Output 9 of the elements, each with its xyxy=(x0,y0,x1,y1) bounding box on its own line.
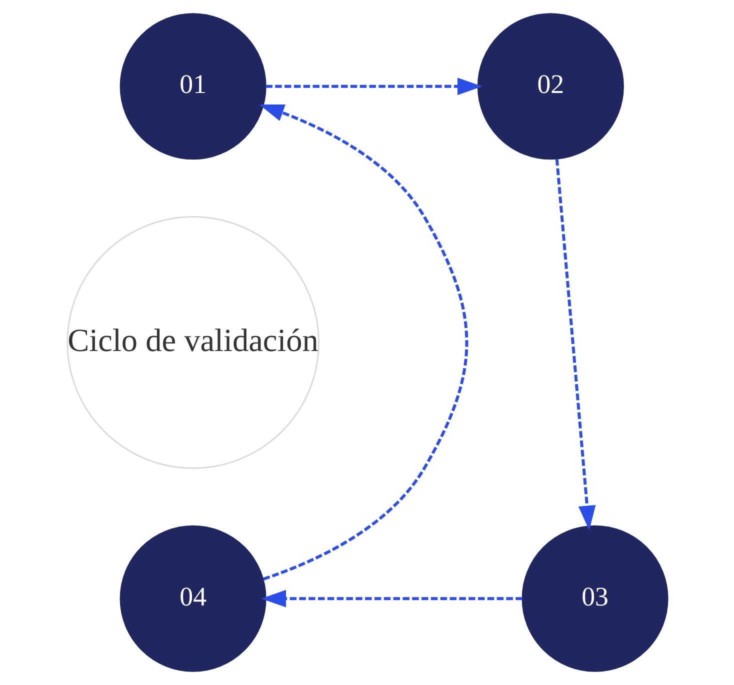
arrow xyxy=(554,159,596,530)
arrow xyxy=(258,104,468,580)
node-circle: 02 xyxy=(476,13,624,160)
arrow xyxy=(265,78,482,96)
node-circle: Ciclo de validación xyxy=(66,216,319,469)
node-circle: 04 xyxy=(119,525,266,672)
node-circle: 01 xyxy=(119,13,266,160)
node-circle: 03 xyxy=(521,525,668,672)
arrow xyxy=(260,590,522,608)
